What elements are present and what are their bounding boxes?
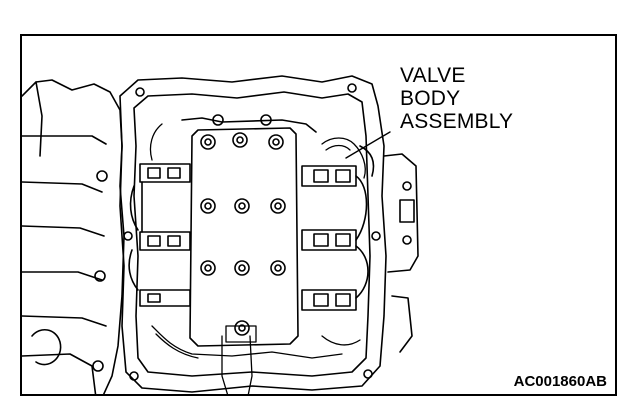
wiring-harness — [149, 123, 366, 394]
side-bracket — [383, 153, 419, 353]
transmission-case-outline — [22, 79, 125, 394]
valve-body-bolts — [200, 114, 286, 336]
left-solenoid-connectors — [128, 163, 191, 307]
callout-line-3: ASSEMBLY — [400, 110, 514, 133]
pan-flange-outline — [119, 75, 387, 393]
callout-leader-line — [345, 131, 391, 159]
figure-frame: VALVE BODY ASSEMBLY AC001860AB — [20, 34, 617, 396]
right-solenoid-connectors — [301, 145, 375, 311]
valve-body-assembly-callout: VALVE BODY ASSEMBLY — [400, 64, 513, 133]
valve-body-plate — [181, 117, 317, 347]
figure-code: AC001860AB — [513, 373, 607, 390]
valve-body-line-drawing — [22, 75, 419, 394]
callout-line-2: BODY — [400, 87, 461, 110]
callout-line-1: VALVE — [400, 64, 466, 87]
